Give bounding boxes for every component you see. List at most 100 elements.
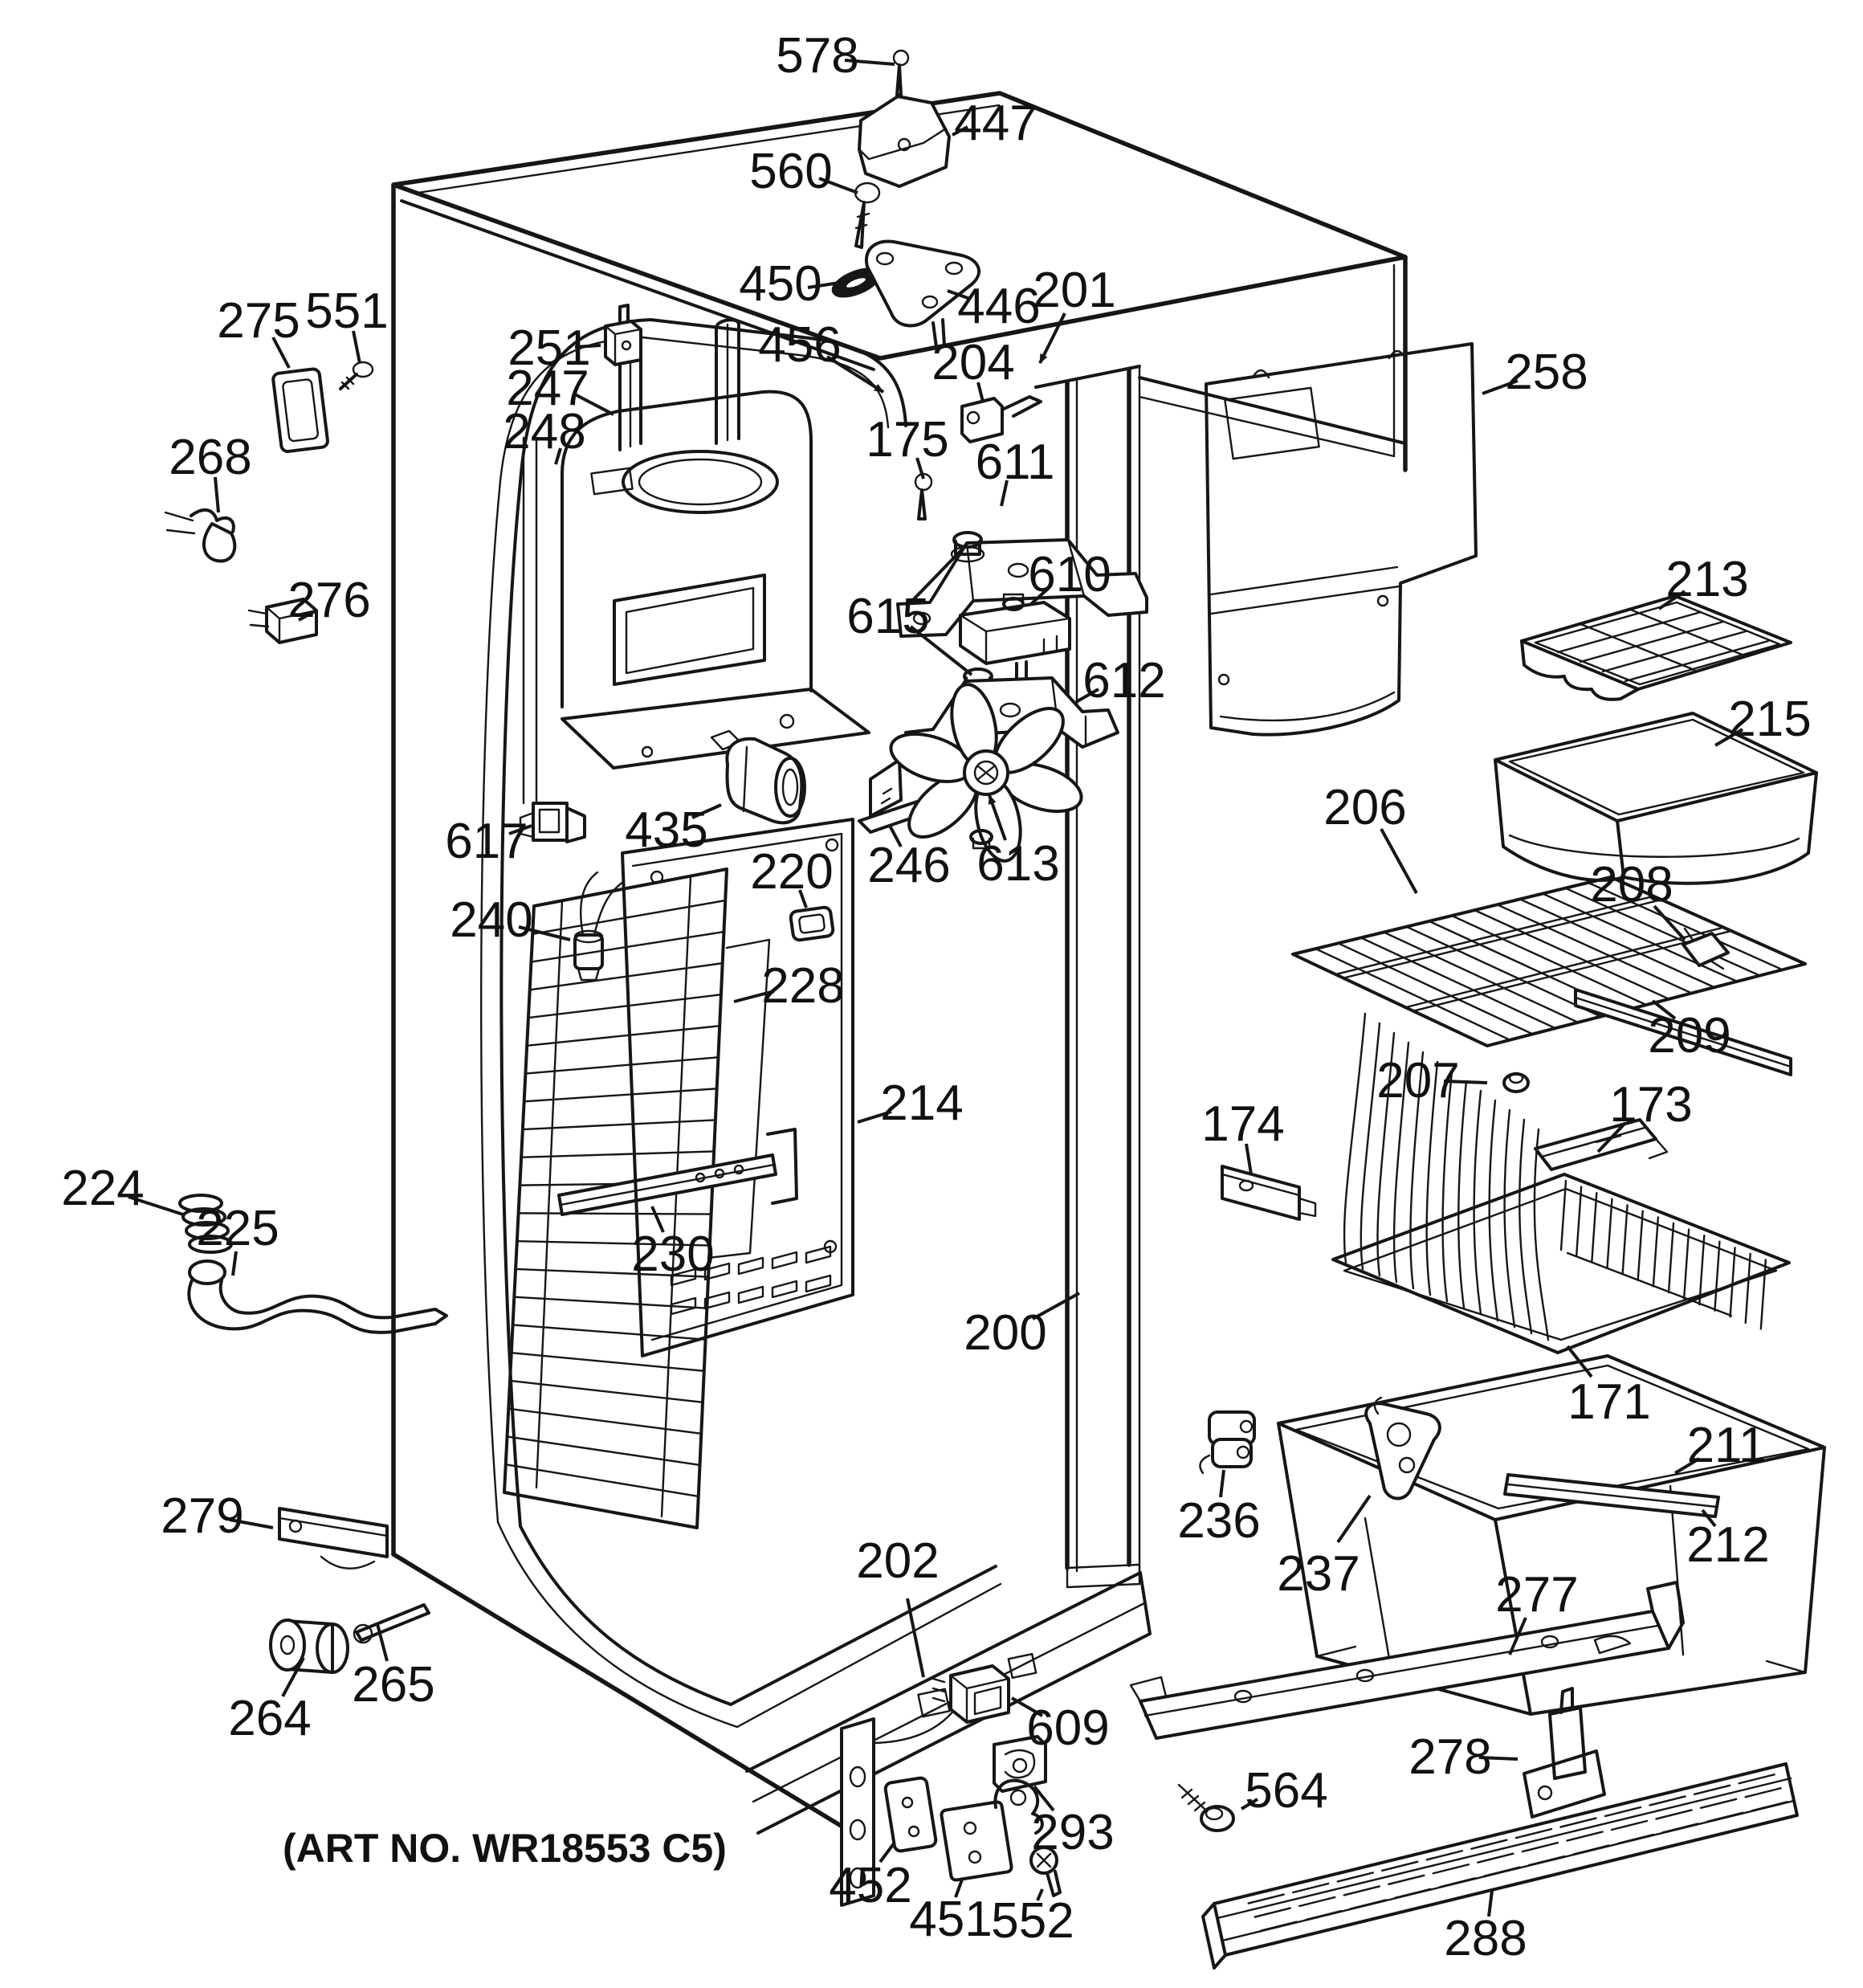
part-number-610: 610 [1028,547,1111,602]
part-number-446: 446 [957,279,1040,334]
callout-613: 613 [976,794,1060,892]
callout-208: 208 [1590,857,1686,941]
callout-612: 612 [1075,653,1166,708]
wire-line [520,1150,715,1159]
part-number-279: 279 [161,1488,243,1544]
leader-line [376,1623,389,1662]
leader-line [954,1879,964,1898]
clamp-293 [993,1735,1047,1793]
basket-wire [1425,1060,1439,1296]
leader-line [909,548,964,604]
grommet-224 [178,1194,233,1254]
latch-204 [960,395,1042,443]
wire-line [516,1239,711,1247]
wire-line [1759,1259,1767,1330]
callout-452: 452 [829,1841,912,1913]
part-number-237: 237 [1277,1546,1360,1602]
basket-wire [1457,1080,1468,1309]
shelf-206 [1291,876,1807,1047]
part-number-247: 247 [506,361,589,416]
leader-line [988,794,1007,841]
callout-209: 209 [1648,999,1731,1063]
wire-line [1474,908,1670,1000]
wire-line [504,1463,699,1498]
louver-slot [1254,1907,1291,1918]
bracket-451 [940,1778,1044,1882]
basket-wire [1409,1051,1425,1290]
louver-slot [1559,1817,1597,1828]
clip-208 [1682,927,1730,970]
screw-560 [854,182,881,249]
leader-line [915,457,925,480]
leader-line [281,1657,305,1697]
leader-line [1075,688,1099,704]
leader-line [573,392,614,416]
leader-line [976,382,984,402]
leader-line [508,824,532,835]
part-number-174: 174 [1201,1096,1284,1152]
callout-211: 211 [1673,1418,1766,1475]
leader-line [1651,999,1677,1020]
leader-line [1566,1345,1593,1378]
callout-175: 175 [866,412,949,480]
leader-line [818,177,858,194]
basket-wire [1392,1041,1410,1284]
louver-slot [1292,1882,1330,1894]
rail-173 [1534,1118,1669,1171]
vent-slot [771,1280,798,1299]
part-number-268: 268 [169,430,251,485]
switch-609 [932,1664,1010,1724]
vent-slot [737,1285,764,1304]
wire-line [1606,1198,1613,1269]
part-number-615: 615 [846,589,929,644]
part-number-207: 207 [1376,1053,1459,1108]
leader-line [229,1518,274,1529]
part-number-560: 560 [749,144,832,199]
louver-slot [1566,1831,1604,1842]
leader-line [518,925,571,941]
solenoid-251 [604,304,642,366]
heater-230 [557,1128,798,1216]
leader-line [1443,1080,1488,1084]
callout-264: 264 [228,1657,312,1746]
pin-265 [353,1603,430,1644]
part-number-578: 578 [776,28,858,84]
callout-456: 456 [758,317,885,394]
louver-slot [1470,1839,1508,1850]
callout-277: 277 [1495,1567,1579,1655]
callout-248: 248 [503,404,586,465]
leader-line [1245,1143,1253,1175]
part-number-447: 447 [954,96,1037,151]
part-number-452: 452 [829,1858,911,1913]
wire-line [1541,892,1739,983]
basket-wire [1376,1031,1396,1277]
louver-slot [1572,1844,1610,1855]
leader-line [947,289,971,300]
callout-215: 215 [1714,692,1812,747]
callout-220: 220 [750,844,834,908]
control-610 [959,593,1071,691]
callout-251: 251 [508,320,601,376]
part-number-202: 202 [856,1533,939,1589]
vent-slot [670,1268,697,1287]
part-number-450: 450 [739,256,821,312]
leader-line [1010,1696,1044,1717]
part-number-264: 264 [228,1691,311,1746]
louver-slot [1388,1874,1425,1886]
louver-slot [1483,1866,1521,1877]
louver-slot [1394,1888,1432,1900]
screw-175 [914,472,933,520]
leader-line [1701,1508,1717,1528]
callout-224: 224 [61,1161,184,1216]
cap-447 [858,95,951,188]
wire-line [1382,931,1580,1024]
plug-276 [247,598,318,644]
basket-171 [1331,1012,1791,1354]
louver-slot [1699,1798,1738,1810]
leader-line [906,1598,925,1678]
wire-line [1335,895,1655,976]
callout-237: 237 [1277,1494,1372,1602]
part-number-200: 200 [964,1305,1046,1361]
wire-line [1591,1191,1598,1263]
